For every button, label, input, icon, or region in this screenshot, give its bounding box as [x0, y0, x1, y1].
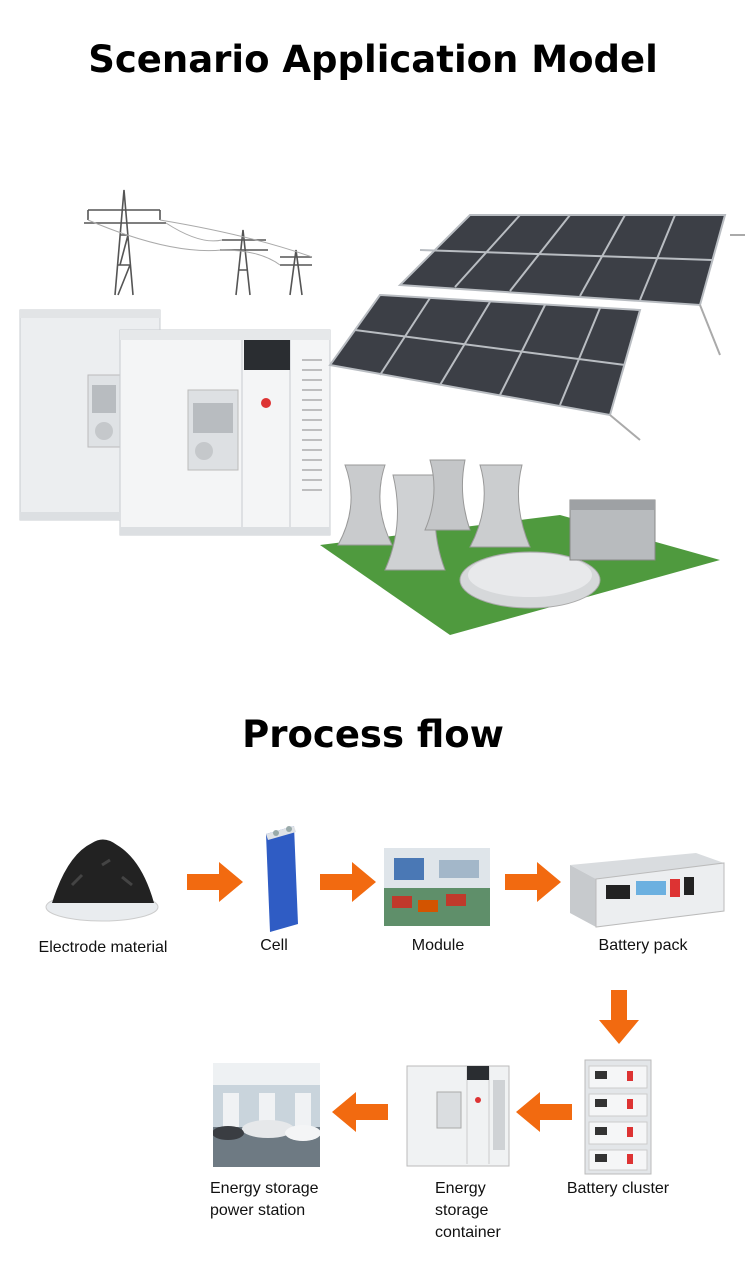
label-electrode-material: Electrode material [38, 939, 168, 956]
battery-pack-image [570, 853, 725, 928]
label-station-line1: Energy storage [210, 1180, 319, 1197]
energy-storage-power-station-image [213, 1063, 320, 1167]
solar-panels-image [328, 214, 745, 441]
battery-cluster-image [584, 1059, 652, 1175]
label-energy-storage-power-station: Energy storage power station [200, 1178, 334, 1222]
label-battery-cluster: Battery cluster [566, 1180, 670, 1197]
orange-arrow-icon [516, 1092, 572, 1132]
label-container-line1: Energy [435, 1180, 486, 1197]
label-station-line2: power station [210, 1202, 306, 1219]
scenario-illustration [19, 189, 745, 635]
orange-arrow-icon [332, 1092, 388, 1132]
cell-image [266, 826, 298, 932]
label-module: Module [411, 937, 465, 954]
scenario-title: Scenario Application Model [88, 38, 658, 81]
orange-arrow-icon [187, 862, 243, 902]
orange-arrow-icon [320, 862, 376, 902]
power-plant-image [320, 459, 720, 635]
electrode-material-image [45, 839, 159, 922]
orange-arrow-icon [505, 862, 561, 902]
label-battery-pack: Battery pack [598, 937, 688, 954]
label-energy-storage-container: Energy storage container [405, 1178, 511, 1244]
label-container-line3: container [435, 1224, 501, 1241]
power-towers-image [84, 189, 313, 296]
module-image [384, 848, 490, 926]
orange-arrow-icon [599, 990, 639, 1044]
label-container-line2: storage [435, 1202, 489, 1219]
energy-storage-container-image [406, 1065, 510, 1167]
label-cell: Cell [260, 937, 288, 954]
process-title: Process flow [242, 713, 504, 756]
storage-cabinet-image [19, 309, 331, 536]
